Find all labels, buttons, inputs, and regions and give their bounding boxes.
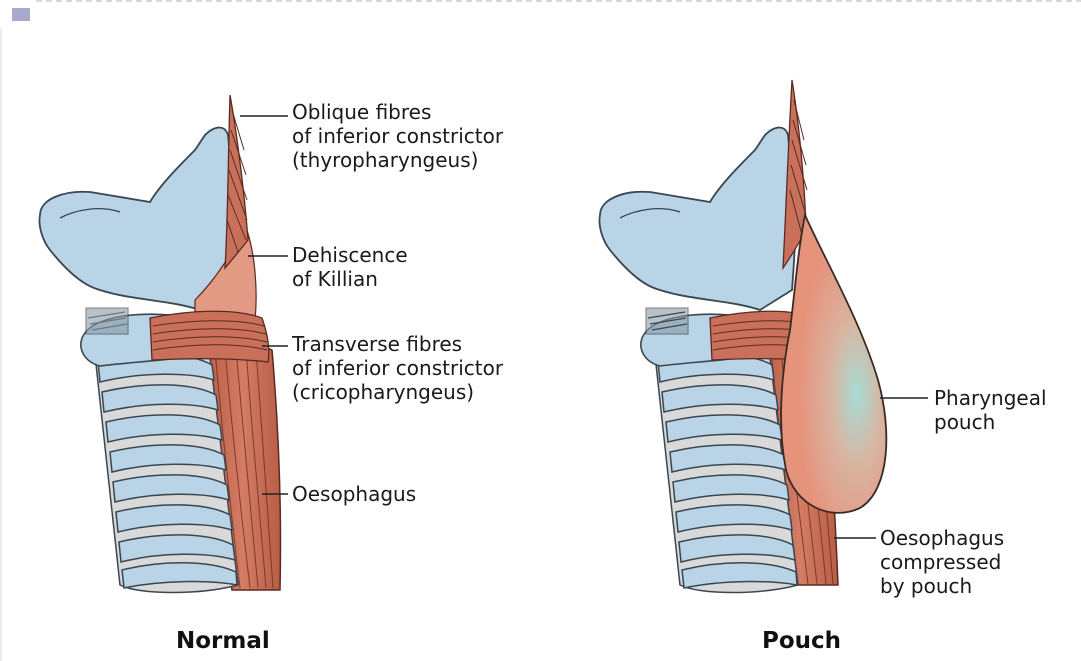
label-pharyngeal-pouch: Pharyngeal pouch	[934, 386, 1047, 434]
normal-oblique-fibres	[225, 95, 248, 268]
caption-normal: Normal	[176, 628, 270, 654]
label-oesophagus-compressed: Oesophagus compressed by pouch	[880, 526, 1004, 598]
label-dehiscence: Dehiscence of Killian	[292, 243, 408, 291]
label-oblique-fibres: Oblique fibres of inferior constrictor (…	[292, 100, 503, 172]
caption-pouch: Pouch	[762, 628, 841, 654]
label-transverse-fibres: Transverse fibres of inferior constricto…	[292, 332, 503, 404]
pouch-diagram	[599, 80, 928, 593]
normal-diagram	[39, 95, 288, 593]
pharyngeal-pouch	[781, 215, 886, 513]
normal-thyroid-cartilage	[39, 128, 235, 311]
label-oesophagus: Oesophagus	[292, 482, 416, 506]
pouch-thyroid-cartilage	[599, 128, 795, 311]
